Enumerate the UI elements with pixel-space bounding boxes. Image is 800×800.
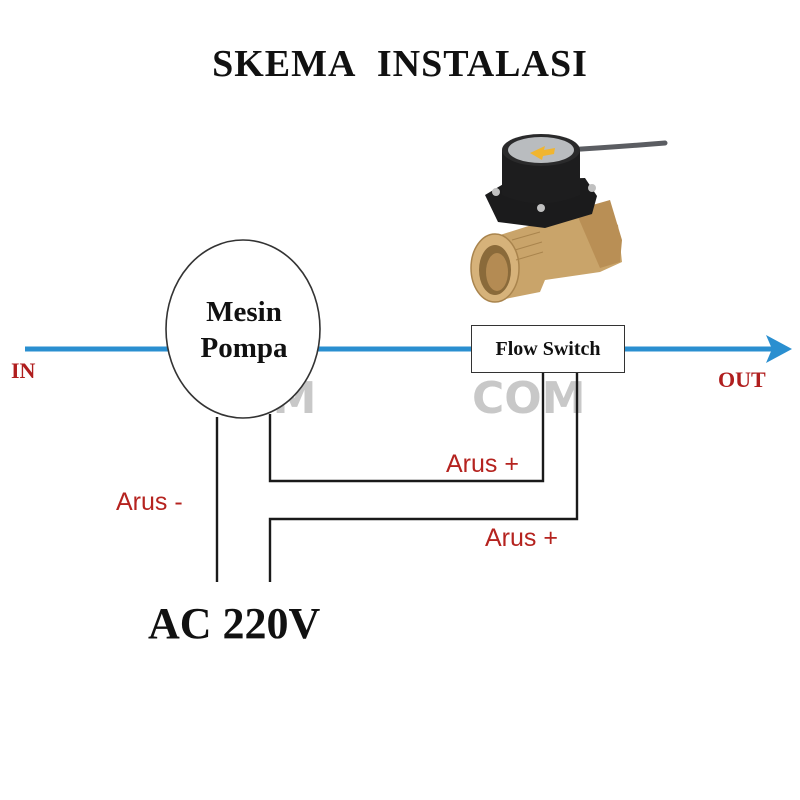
flow-arrow-icon — [766, 335, 792, 363]
arus-plus-label-2: Arus + — [485, 524, 558, 552]
flow-switch-box: Flow Switch — [471, 325, 625, 373]
pump-ellipse — [165, 239, 321, 419]
diagram-title: SKEMA INSTALASI — [212, 43, 588, 85]
electrical-wires — [215, 373, 579, 582]
arus-plus-label-1: Arus + — [446, 450, 519, 478]
power-label: AC 220V — [148, 599, 321, 648]
in-label: IN — [11, 358, 36, 383]
pump-label: Mesin Pompa — [166, 294, 322, 366]
flow-switch-photo — [470, 134, 668, 303]
arus-minus-label: Arus - — [116, 488, 183, 516]
watermark-right: COM — [472, 373, 586, 424]
pump-label-line1: Mesin — [206, 296, 282, 328]
arrow-sticker-icon — [530, 146, 555, 160]
out-label: OUT — [718, 367, 766, 392]
pump-label-line2: Pompa — [200, 332, 288, 364]
water-flow-line — [25, 335, 792, 363]
